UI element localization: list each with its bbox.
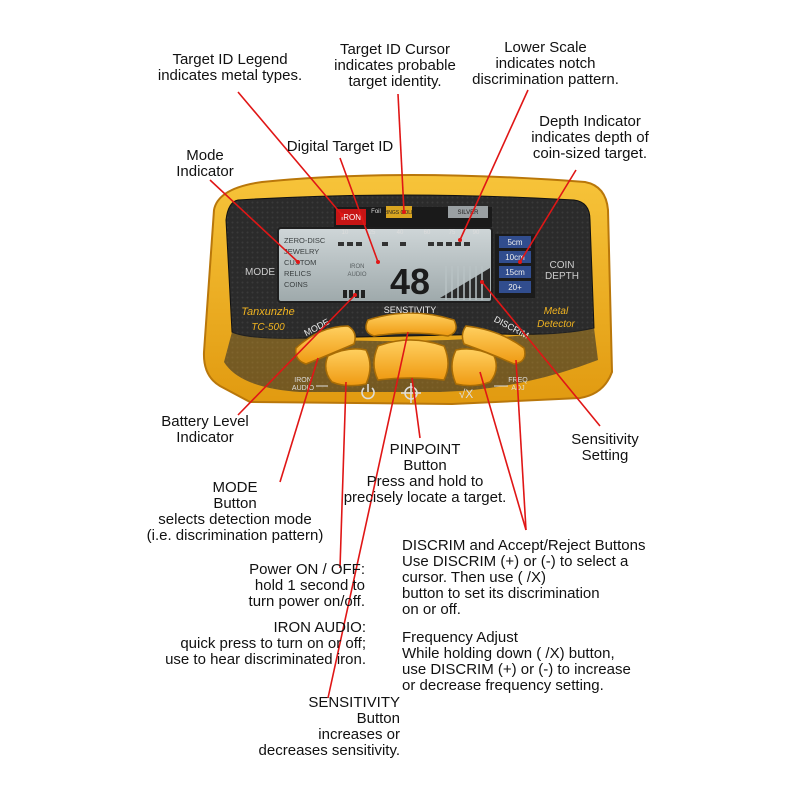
lcd-mode-coins: COINS <box>284 280 308 289</box>
battery-level-icon <box>343 290 365 298</box>
lower-scale-segments <box>338 242 470 246</box>
scale-label: 90 <box>473 230 480 236</box>
iron-audio-label: AUDIO <box>292 385 315 392</box>
scale-label: 60 <box>424 230 431 236</box>
label-depth-indicator: Depth Indicator indicates depth of coin-… <box>531 113 649 162</box>
label-iron-audio: IRON AUDIO: quick press to turn on or of… <box>165 619 366 668</box>
scale-label: 75 <box>449 230 456 236</box>
label-lower-scale: Lower Scale indicates notch discriminati… <box>472 39 619 88</box>
lcd-mode-custom: CUSTOM <box>284 258 316 267</box>
depth-20plus: 20+ <box>508 283 522 292</box>
mode-button[interactable] <box>294 325 356 365</box>
lcd-mode-list: ZERO-DISC JEWELRY CUSTOM RELICS COINS <box>284 236 326 289</box>
accept-reject-freq-button[interactable] <box>451 348 497 387</box>
lcd-legend-foil: Foil <box>371 209 381 215</box>
label-target-id-cursor: Target ID Cursor indicates probable targ… <box>334 41 456 90</box>
lcd-legend-iron: IRON <box>341 213 361 222</box>
power-icon <box>361 384 375 400</box>
lcd-mode-jewelry: JEWELRY <box>284 247 319 256</box>
lcd-screen <box>277 227 493 303</box>
label-mode-button: MODE Button selects detection mode (i.e.… <box>146 479 324 544</box>
model-label: TC-500 <box>251 322 285 333</box>
depth-15cm: 15cm <box>505 268 525 277</box>
discrim-button[interactable] <box>461 325 526 365</box>
power-iron-audio-button[interactable] <box>325 348 371 387</box>
accept-reject-icon: √X <box>459 387 474 401</box>
depth-5cm: 5cm <box>507 238 522 247</box>
label-sensitivity-setting: Sensitivity Setting <box>571 431 639 464</box>
sensitivity-button[interactable] <box>365 312 457 337</box>
label-power-on-off: Power ON / OFF: hold 1 second to turn po… <box>248 561 365 610</box>
brand-logo: Tanxunzhe <box>241 306 294 318</box>
iron-audio-label: IRON <box>294 377 312 384</box>
freq-adj-label: FREQ <box>508 377 528 384</box>
lcd-mode-zero-disc: ZERO-DISC <box>284 236 326 245</box>
label-sensitivity-button: SENSITIVITY Button increases or decrease… <box>258 694 400 759</box>
lcd-iron-audio: IRON <box>350 264 365 270</box>
sensitivity-button-label: SENSTIVITY <box>384 305 437 315</box>
product-label: Metal <box>544 306 569 317</box>
face-coin-depth: DEPTH <box>545 271 579 282</box>
lcd-iron-audio: AUDIO <box>347 272 366 278</box>
product-label: Detector <box>537 319 575 330</box>
scale-label: 10 <box>342 230 349 236</box>
lcd-legend-silver: SILVER <box>458 210 480 216</box>
scale-label: 40 <box>397 230 404 236</box>
lcd-mode-relics: RELICS <box>284 269 311 278</box>
lcd-scale: 10 25 40 60 75 90 <box>342 230 480 236</box>
face-coin-depth: COIN <box>550 260 575 271</box>
label-pinpoint-button: PINPOINT Button Press and hold to precis… <box>343 441 507 506</box>
label-battery-level: Battery Level Indicator <box>161 413 249 446</box>
label-target-id-legend: Target ID Legend indicates metal types. <box>157 51 303 84</box>
face-mode-label: MODE <box>245 267 275 278</box>
label-digital-target-id: Digital Target ID <box>286 138 394 155</box>
label-mode-indicator: Mode Indicator <box>176 147 234 180</box>
lcd-legend-rings-gold: RINGS GOLD <box>383 210 415 216</box>
depth-10cm: 10cm <box>505 253 525 262</box>
label-discrim-buttons: DISCRIM and Accept/Reject Buttons Use DI… <box>402 537 646 618</box>
crosshair-icon <box>401 383 421 403</box>
digital-target-id: 48 <box>390 261 430 302</box>
scale-label: 25 <box>369 230 376 236</box>
label-frequency-adjust: Frequency Adjust While holding down ( /X… <box>402 629 631 694</box>
callout-lines <box>209 89 601 699</box>
pinpoint-button[interactable] <box>373 339 449 381</box>
